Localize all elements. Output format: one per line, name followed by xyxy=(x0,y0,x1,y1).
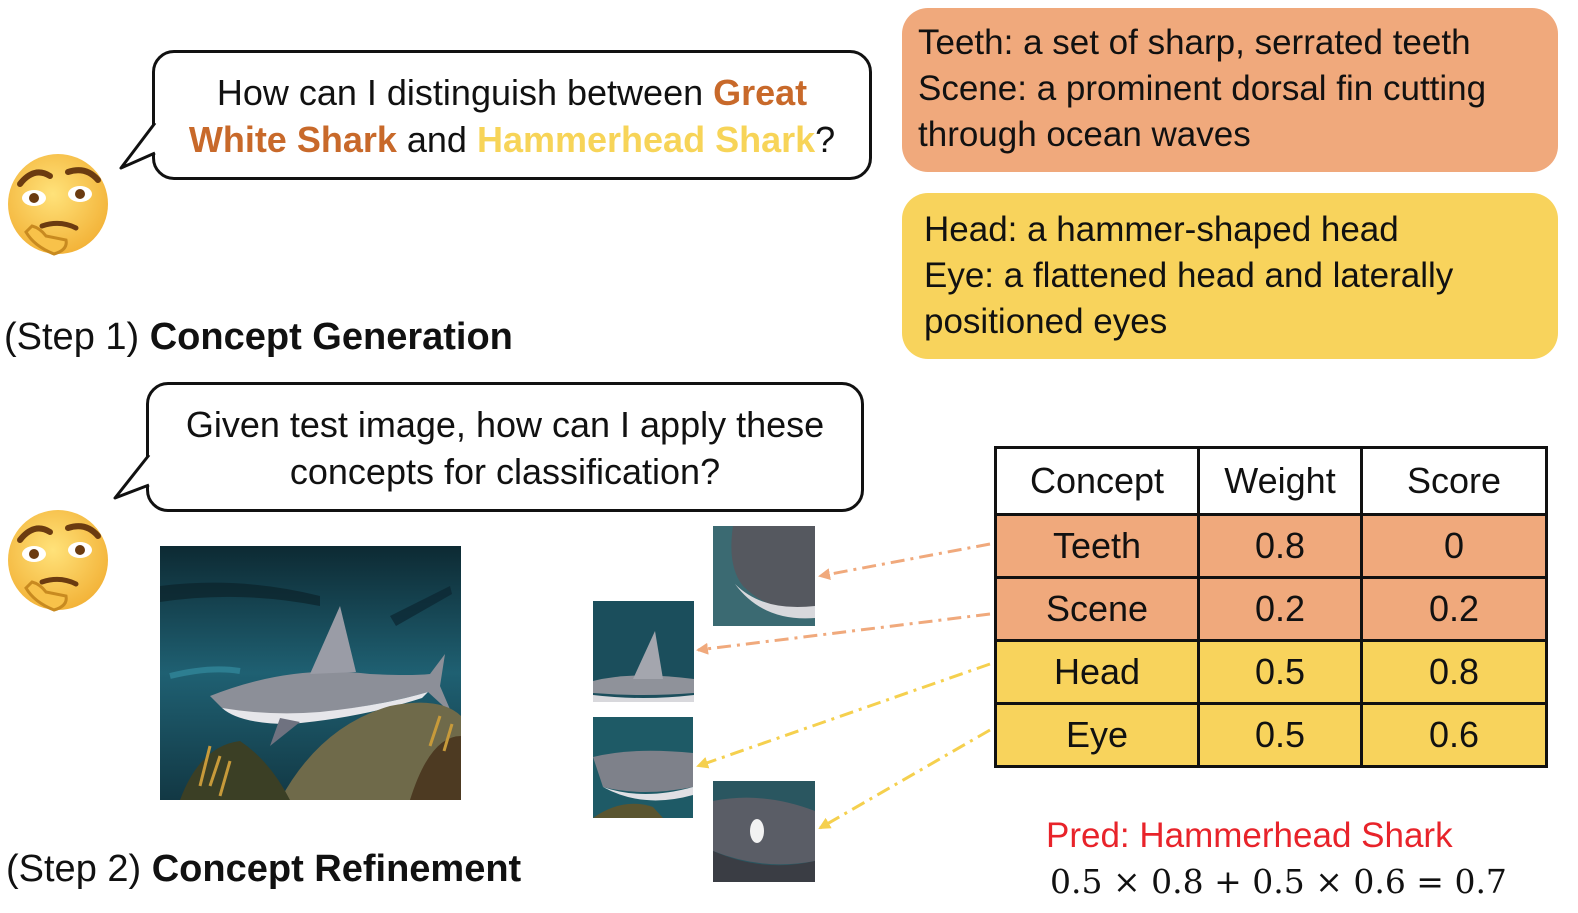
concept-scene-text: Scene: a prominent dorsal fin cutting xyxy=(918,69,1487,108)
arrow-teeth xyxy=(818,542,991,581)
step2-question-line1: Given test image, how can I apply these xyxy=(185,404,825,445)
concept-scene-text-cont: through ocean waves xyxy=(918,115,1251,154)
step1-prefix: (Step 1) xyxy=(4,316,150,358)
thinking-face-icon xyxy=(8,154,108,256)
cell-weight: 0.5 xyxy=(1197,702,1363,768)
cell-weight: 0.5 xyxy=(1197,639,1363,705)
table-row: Scene 0.2 0.2 xyxy=(994,576,1548,642)
concept-eye-text-cont: positioned eyes xyxy=(924,302,1168,341)
patch-scene xyxy=(593,601,694,702)
concept-head-text: Head: a hammer-shaped head xyxy=(924,210,1399,249)
great-white-label-part1: Great xyxy=(713,72,808,113)
cell-score: 0.2 xyxy=(1360,576,1548,642)
bubble-tail xyxy=(119,122,160,170)
table-row: Teeth 0.8 0 xyxy=(994,513,1548,579)
table-row: Head 0.5 0.8 xyxy=(994,639,1548,705)
step2-label: (Step 2) Concept Refinement xyxy=(6,848,521,891)
bubble-tail xyxy=(113,454,154,500)
cell-concept: Teeth xyxy=(994,513,1200,579)
header-weight: Weight xyxy=(1197,446,1363,516)
step2-question-line2: concepts for classification? xyxy=(289,451,721,492)
cell-concept: Head xyxy=(994,639,1200,705)
cell-score: 0.6 xyxy=(1360,702,1548,768)
cell-weight: 0.8 xyxy=(1197,513,1363,579)
cell-weight: 0.2 xyxy=(1197,576,1363,642)
great-white-concepts-box: Teeth: a set of sharp, serrated teeth Sc… xyxy=(902,8,1558,172)
header-score: Score xyxy=(1360,446,1548,516)
arrow-scene xyxy=(696,612,991,655)
patch-eye xyxy=(713,781,815,882)
question-conjunction: and xyxy=(396,119,477,160)
header-concept: Concept xyxy=(994,446,1200,516)
table-row: Eye 0.5 0.6 xyxy=(994,702,1548,768)
step1-label: (Step 1) Concept Generation xyxy=(4,316,513,359)
concept-eye-text: Eye: a flattened head and laterally xyxy=(924,256,1454,295)
hammerhead-concepts-box: Head: a hammer-shaped head Eye: a flatte… xyxy=(902,193,1558,359)
prediction-label: Pred: Hammerhead Shark xyxy=(1046,816,1453,855)
step2-question-bubble: Given test image, how can I apply these … xyxy=(146,382,864,512)
thinking-face-icon xyxy=(8,510,108,612)
cell-concept: Eye xyxy=(994,702,1200,768)
table-header-row: Concept Weight Score xyxy=(994,446,1548,516)
concept-table: Concept Weight Score Teeth 0.8 0 Scene 0… xyxy=(994,446,1548,768)
hammerhead-label: Hammerhead Shark xyxy=(476,119,816,160)
cell-concept: Scene xyxy=(994,576,1200,642)
prediction-formula: 0.5 × 0.8 + 0.5 × 0.6 = 0.7 xyxy=(1050,862,1507,901)
step2-title: Concept Refinement xyxy=(151,848,522,890)
concept-teeth-text: Teeth: a set of sharp, serrated teeth xyxy=(918,23,1471,62)
arrow-head xyxy=(696,662,991,769)
great-white-label-part2: White Shark xyxy=(188,119,397,160)
question-suffix: ? xyxy=(815,119,836,160)
patch-teeth xyxy=(713,526,815,626)
arrow-eye xyxy=(818,728,991,830)
step2-prefix: (Step 2) xyxy=(6,848,152,890)
cell-score: 0.8 xyxy=(1360,639,1548,705)
test-image xyxy=(160,546,461,800)
patch-head xyxy=(593,717,693,818)
step1-question-bubble: How can I distinguish between Great Whit… xyxy=(152,50,872,180)
question-prefix: How can I distinguish between xyxy=(216,72,714,113)
cell-score: 0 xyxy=(1360,513,1548,579)
step1-title: Concept Generation xyxy=(149,316,513,358)
